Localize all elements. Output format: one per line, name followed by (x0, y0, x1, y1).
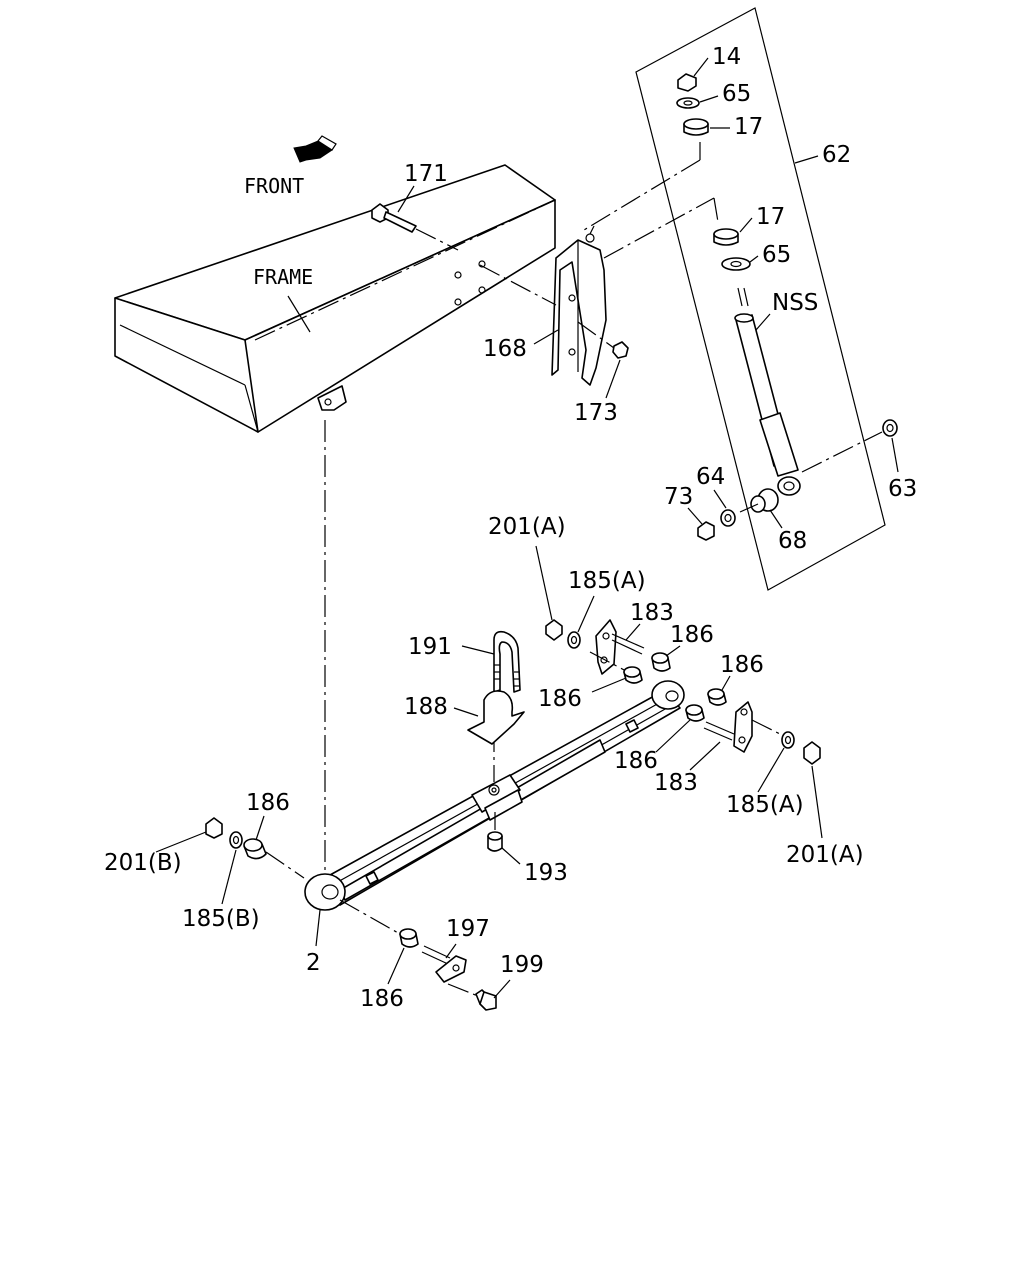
label-201a-top: 201(A) (488, 514, 566, 540)
label-2: 2 (306, 950, 321, 976)
label-65-lower: 65 (762, 242, 791, 268)
label-17-top: 17 (734, 114, 763, 140)
shock-bracket-168 (551, 225, 607, 386)
label-201b: 201(B) (104, 850, 182, 876)
washer-64 (720, 509, 736, 527)
nut-201a-bottom (803, 741, 821, 765)
label-168: 168 (483, 336, 527, 362)
frame-leader (287, 295, 311, 333)
label-199: 199 (500, 952, 544, 978)
frame-rail (114, 164, 556, 433)
frame-centerline (254, 199, 556, 341)
label-185b: 185(B) (182, 906, 260, 932)
spring-seat (471, 774, 523, 821)
nut-73 (697, 521, 715, 541)
label-171: 171 (404, 161, 448, 187)
clamp-188 (467, 690, 525, 745)
label-186-f: 186 (360, 986, 404, 1012)
bushing-186-b (623, 666, 643, 684)
label-185a-bottom: 185(A) (726, 792, 804, 818)
shock-kit-box-62 (635, 7, 886, 591)
u-bolt-191 (493, 630, 521, 693)
label-65-top: 65 (722, 81, 751, 107)
washer-185a-top (567, 631, 581, 649)
label-186-c: 186 (720, 652, 764, 678)
label-186-b: 186 (538, 686, 582, 712)
label-17-lower: 17 (756, 204, 785, 230)
washer-63 (882, 419, 898, 437)
bushing-17-lower (713, 228, 739, 246)
label-64: 64 (696, 464, 725, 490)
washer-185a-bottom (781, 731, 795, 749)
bolt-171 (371, 203, 417, 233)
label-62: 62 (822, 142, 851, 168)
bushing-186-f (399, 928, 419, 948)
label-73: 73 (664, 484, 693, 510)
nut-201a-top (545, 619, 563, 641)
nut-173 (612, 341, 629, 359)
label-188: 188 (404, 694, 448, 720)
label-14: 14 (712, 44, 741, 70)
front-arrow-icon (293, 135, 337, 163)
washer-185b (229, 831, 243, 849)
shackle-plate-183-bottom (703, 701, 753, 753)
label-186-d: 186 (614, 748, 658, 774)
label-186-a: 186 (670, 622, 714, 648)
nut-14 (677, 73, 697, 92)
washer-65-top (676, 97, 700, 109)
label-183-top: 183 (630, 600, 674, 626)
label-173: 173 (574, 400, 618, 426)
bushing-186-a (651, 652, 671, 672)
label-197: 197 (446, 916, 490, 942)
label-183-bottom: 183 (654, 770, 698, 796)
washer-65-lower (721, 257, 751, 271)
nut-193 (487, 831, 503, 852)
label-191: 191 (408, 634, 452, 660)
bushing-186-d (685, 704, 705, 722)
bushing-68 (750, 488, 779, 513)
label-185a-top: 185(A) (568, 568, 646, 594)
shock-absorber-nss (734, 287, 801, 496)
label-63: 63 (888, 476, 917, 502)
frame-label: FRAME (253, 265, 313, 289)
bushing-186-c (707, 688, 727, 706)
label-nss: NSS (772, 290, 818, 316)
nut-201b (205, 817, 223, 839)
bushing-186-e (243, 838, 267, 860)
shackle-plate-183-top (595, 619, 645, 675)
front-label: FRONT (244, 174, 304, 198)
pin-197 (421, 945, 467, 983)
label-201a-bottom: 201(A) (786, 842, 864, 868)
bolt-199 (475, 989, 497, 1011)
label-68: 68 (778, 528, 807, 554)
label-186-e: 186 (246, 790, 290, 816)
label-193: 193 (524, 860, 568, 886)
bushing-17-top (683, 118, 709, 136)
